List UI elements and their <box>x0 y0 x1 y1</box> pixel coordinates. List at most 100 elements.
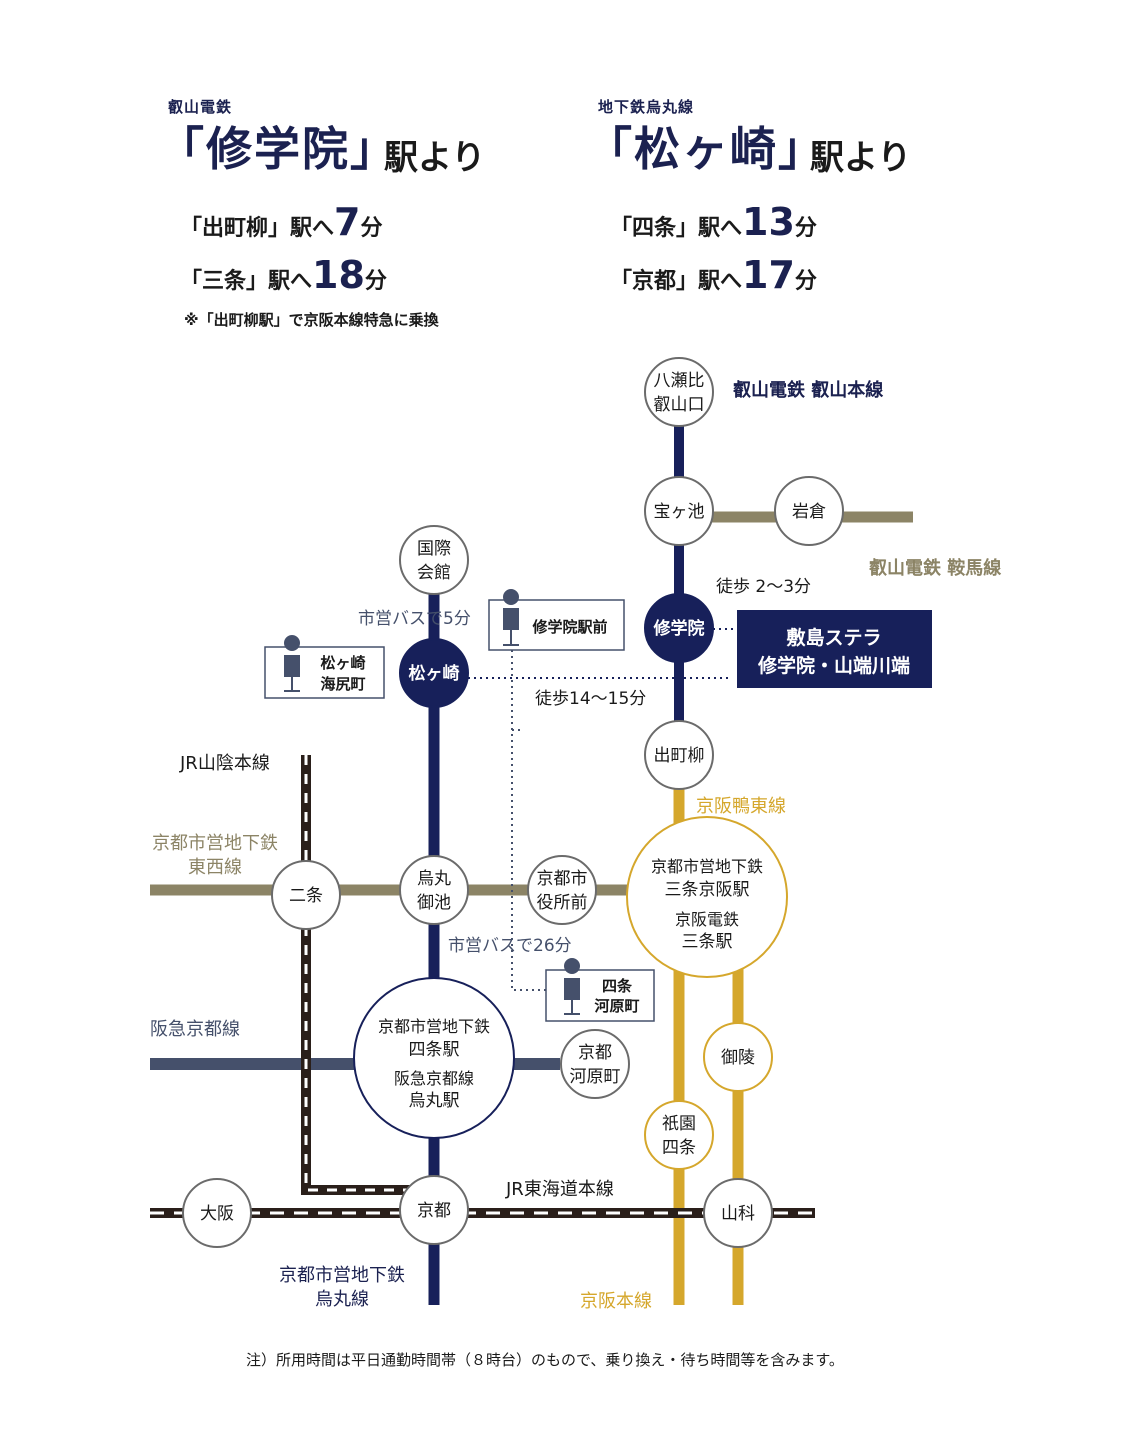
station-kawaramachi: 京都 河原町 <box>560 1029 630 1099</box>
route-unit: 分 <box>364 269 387 294</box>
station-label: 京都 <box>417 1201 451 1221</box>
station-label: 山科 <box>721 1204 755 1224</box>
station-osaka: 大阪 <box>182 1178 252 1248</box>
route-minutes: 13 <box>742 200 795 244</box>
label-tozai-2: 東西線 <box>188 857 242 878</box>
bus-stop-label: 松ヶ崎 <box>320 654 365 672</box>
station-label: 京阪電鉄 <box>675 910 739 929</box>
station-label: 烏丸 <box>417 869 451 889</box>
left-line-label: 叡山電鉄 <box>168 98 233 116</box>
label-keihan-main: 京阪本線 <box>580 1291 652 1312</box>
route-unit: 分 <box>794 216 817 241</box>
station-label: 祇園 <box>662 1114 696 1134</box>
left-station-title: 「修学院」 <box>158 122 398 176</box>
route-prefix: 「出町柳」駅へ <box>180 216 335 241</box>
right-route-row-1: 「四条」駅へ13分 <box>610 200 817 244</box>
property-area: 修学院・山端川端 <box>757 654 910 677</box>
bus-stop-label: 修学院駅前 <box>531 618 607 636</box>
label-jr-tokaido: JR東海道本線 <box>505 1179 614 1200</box>
label-karasuma-1: 京都市営地下鉄 <box>279 1265 405 1286</box>
label-tozai-1: 京都市営地下鉄 <box>152 833 278 854</box>
station-label: 京都市 <box>537 869 588 889</box>
station-label: 阪急京都線 <box>394 1069 474 1088</box>
line-jr-sanin-dash <box>304 755 434 1192</box>
transfer-note: ※「出町柳駅」で京阪本線特急に乗換 <box>184 311 439 329</box>
station-label: 四条駅 <box>409 1040 460 1060</box>
station-label: 四条 <box>662 1138 696 1158</box>
station-misasagi: 御陵 <box>703 1022 773 1092</box>
station-kyoto: 京都 <box>399 1175 469 1245</box>
station-label: 三条駅 <box>682 932 733 952</box>
station-label: 大阪 <box>200 1204 234 1224</box>
bus-stop-label: 河原町 <box>594 997 639 1015</box>
station-karasuma-oike: 烏丸 御池 <box>399 855 469 925</box>
station-demachiyanagi: 出町柳 <box>644 720 714 790</box>
label-hankyu: 阪急京都線 <box>150 1019 240 1040</box>
station-shugakuin: 修学院 <box>644 593 714 663</box>
station-label: 出町柳 <box>654 746 705 766</box>
route-unit: 分 <box>794 269 817 294</box>
station-sanjo-keihan: 京都市営地下鉄 三条京阪駅 京阪電鉄 三条駅 <box>626 816 788 978</box>
route-prefix: 「京都」駅へ <box>610 269 743 294</box>
label-karasuma-2: 烏丸線 <box>315 1289 369 1310</box>
left-station-suffix: 駅より <box>384 138 486 178</box>
station-label: 京都 <box>578 1043 612 1063</box>
annotation-bus-5: 市営バスで5分 <box>358 609 471 629</box>
route-minutes: 18 <box>312 253 365 297</box>
right-route-row-2: 「京都」駅へ17分 <box>610 253 817 297</box>
property-name: 敷島ステラ <box>786 626 881 649</box>
station-label: 烏丸駅 <box>409 1091 460 1111</box>
right-station-title: 「松ヶ崎」 <box>586 122 826 176</box>
right-line-label: 地下鉄烏丸線 <box>598 98 695 116</box>
station-yasehie: 八瀬比 叡山口 <box>644 357 714 427</box>
station-label: 会館 <box>417 563 451 583</box>
station-label: 修学院 <box>653 618 705 639</box>
label-keihan-oto: 京阪鴨東線 <box>696 796 786 817</box>
station-takaragaike: 宝ヶ池 <box>644 476 714 546</box>
bus-stop-icon <box>503 589 519 605</box>
station-shijo: 京都市営地下鉄 四条駅 阪急京都線 烏丸駅 <box>353 977 515 1139</box>
station-iwakura: 岩倉 <box>774 476 844 546</box>
right-station-suffix: 駅より <box>810 138 912 178</box>
station-label: 八瀬比 <box>654 371 705 391</box>
bus-stop-matsugasaki-kaijiricho: 松ヶ崎 海尻町 <box>264 635 385 699</box>
route-minutes: 17 <box>742 253 795 297</box>
station-label: 叡山口 <box>654 395 705 415</box>
footer-note: 注）所用時間は平日通勤時間帯（８時台）のもので、乗り換え・待ち時間等を含みます。 <box>246 1351 844 1369</box>
station-yamashina: 山科 <box>703 1178 773 1248</box>
route-prefix: 「四条」駅へ <box>610 216 743 241</box>
station-label: 岩倉 <box>792 502 826 522</box>
bus-stop-label: 四条 <box>602 977 633 995</box>
property-box: 敷島ステラ 修学院・山端川端 <box>737 610 932 688</box>
left-route-row-1: 「出町柳」駅へ7分 <box>180 200 382 244</box>
station-label: 御池 <box>417 893 451 913</box>
route-unit: 分 <box>360 216 383 241</box>
route-prefix: 「三条」駅へ <box>180 269 313 294</box>
station-label: 京都市営地下鉄 <box>651 857 763 876</box>
station-label: 三条京阪駅 <box>665 880 750 900</box>
station-matsugasaki: 松ヶ崎 <box>399 638 469 708</box>
annotation-bus-26: 市営バスで26分 <box>448 936 572 956</box>
station-label: 宝ヶ池 <box>654 502 705 522</box>
label-jr-sanin: JR山陰本線 <box>179 753 270 774</box>
label-eizan-main: 叡山電鉄 叡山本線 <box>732 379 883 401</box>
label-eizan-kurama: 叡山電鉄 鞍馬線 <box>868 557 1001 579</box>
bus-stop-shijo-kawaramachi: 四条 河原町 <box>545 958 655 1022</box>
annotation-walk-2-3: 徒歩 2〜3分 <box>716 577 811 597</box>
station-label: 河原町 <box>570 1067 621 1087</box>
station-nijo: 二条 <box>271 860 341 930</box>
station-label: 京都市営地下鉄 <box>378 1017 490 1036</box>
route-minutes: 7 <box>334 200 361 244</box>
station-label: 松ヶ崎 <box>409 663 460 684</box>
left-route-row-2: 「三条」駅へ18分 <box>180 253 387 297</box>
bus-stop-label: 海尻町 <box>320 675 365 693</box>
station-shiyakusho-mae: 京都市 役所前 <box>527 855 597 925</box>
bus-stop-icon <box>284 635 300 651</box>
bus-stop-shugakuin-ekimae: 修学院駅前 <box>488 589 625 651</box>
station-kokusai-kaikan: 国際 会館 <box>399 525 469 595</box>
station-label: 御陵 <box>721 1048 755 1068</box>
bus-stop-icon <box>564 958 580 974</box>
station-label: 二条 <box>289 886 323 906</box>
station-label: 国際 <box>417 539 451 559</box>
